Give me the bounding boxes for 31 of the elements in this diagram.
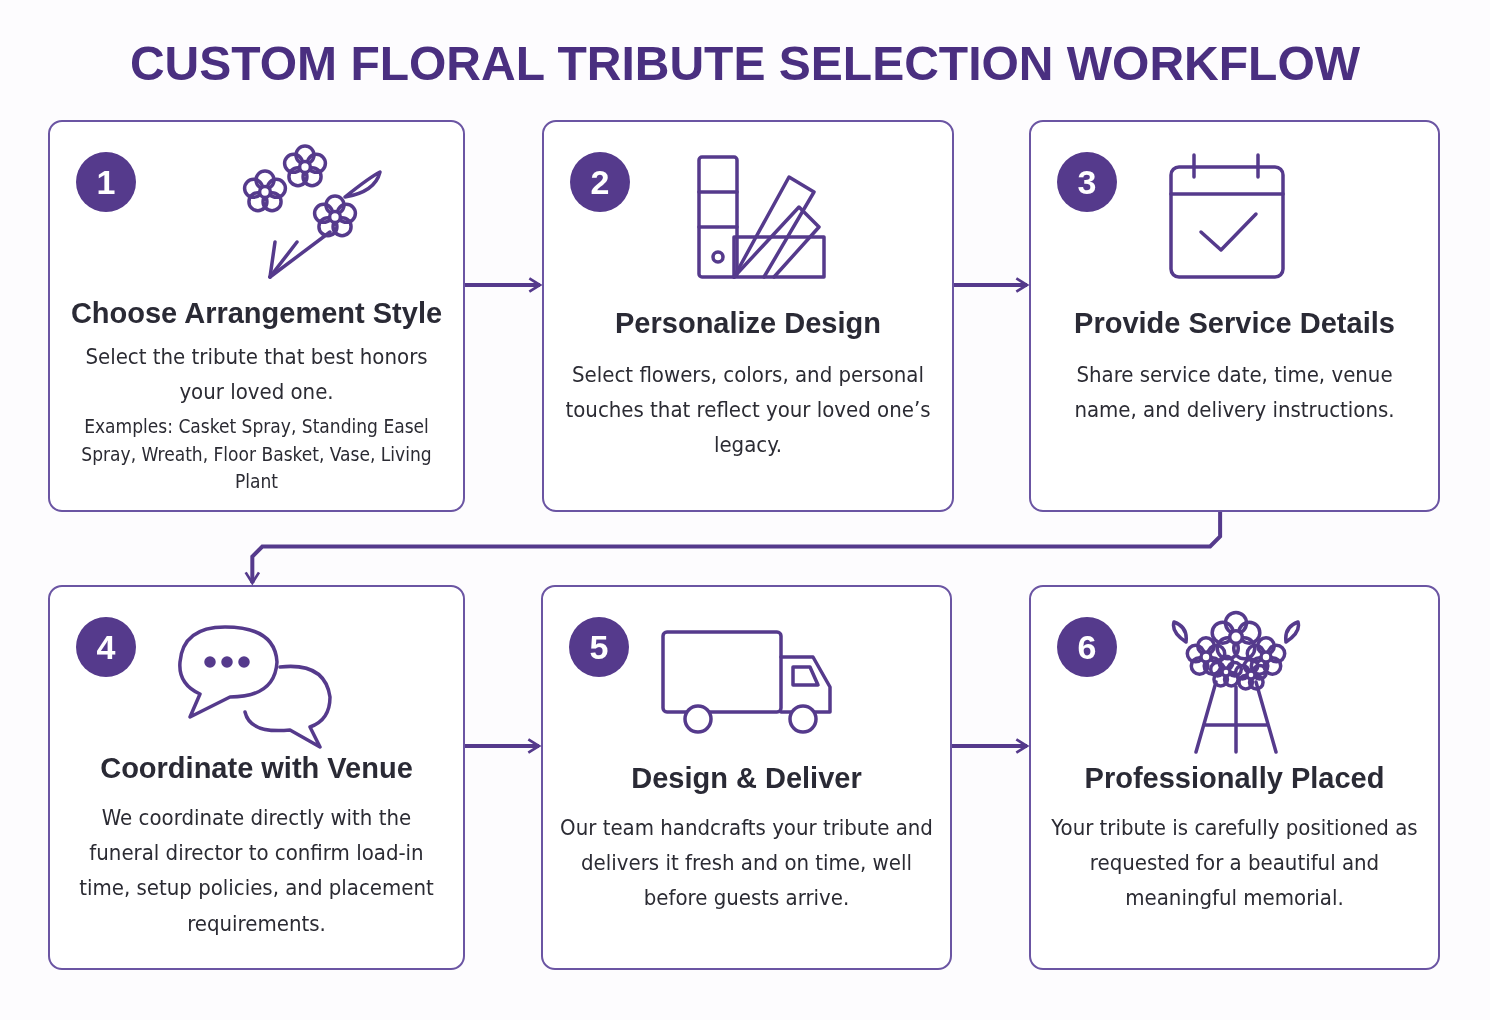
step-card xyxy=(1029,120,1440,512)
step-description: Select the tribute that best honors your loved one. xyxy=(84,343,429,407)
diagram-title: CUSTOM FLORAL TRIBUTE SELECTION WORKFLOW xyxy=(129,36,1361,91)
examples-text: Examples: Casket Spray, Standing Easel Spray, Wreath, Floor Basket, Vase, Living Plant xyxy=(80,414,433,495)
arrow xyxy=(465,277,542,293)
arrow xyxy=(244,512,1223,585)
arrow xyxy=(954,277,1029,293)
step-description: Our team handcrafts your tribute and delivers it fresh and on time, well before guests arrive. xyxy=(559,814,934,913)
step-description: Share service date, time, venue name, and delivery instructions. xyxy=(1073,361,1396,425)
step-number: 1 xyxy=(76,152,136,212)
step-description: Select flowers, colors, and personal touches that reflect your loved one’s legacy. xyxy=(564,361,932,460)
step-number: 6 xyxy=(1057,617,1117,677)
step-description: We coordinate directly with the funeral director to confirm load-in time, setup policies, and placement requirements. xyxy=(78,804,435,938)
step-title: Coordinate with Venue xyxy=(99,752,414,785)
step-card xyxy=(1029,585,1440,970)
step-number: 3 xyxy=(1057,152,1117,212)
step-card xyxy=(541,585,952,970)
step-title: Choose Arrangement Style xyxy=(69,297,444,330)
step-title: Personalize Design xyxy=(614,307,882,340)
arrow xyxy=(465,738,541,754)
step-title: Professionally Placed xyxy=(1083,762,1386,795)
step-description: Your tribute is carefully positioned as requested for a beautiful and meaningful memorial. xyxy=(1050,814,1419,913)
step-number: 4 xyxy=(76,617,136,677)
step-card xyxy=(48,585,465,970)
arrow xyxy=(952,738,1029,754)
step-card xyxy=(48,120,465,512)
step-number: 2 xyxy=(570,152,630,212)
step-title: Provide Service Details xyxy=(1073,307,1396,340)
step-number: 5 xyxy=(569,617,629,677)
step-card xyxy=(542,120,954,512)
step-title: Design & Deliver xyxy=(630,762,863,795)
